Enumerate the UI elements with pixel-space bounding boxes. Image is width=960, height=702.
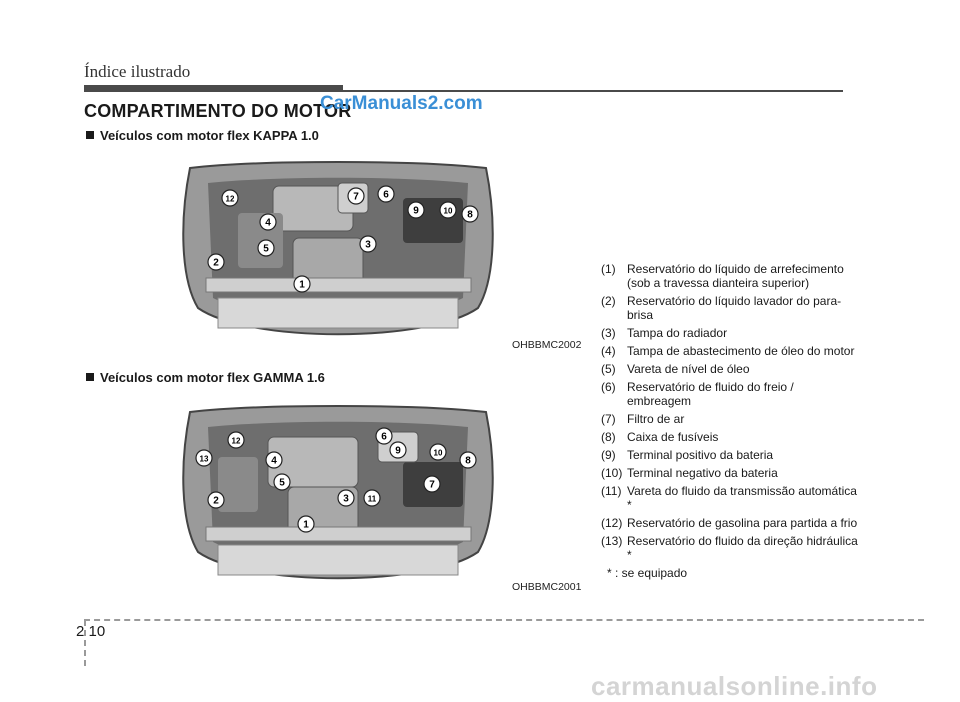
callout-label: 1 <box>299 280 305 291</box>
legend-item: (4)Tampa de abastecimento de óleo do mot… <box>601 344 855 358</box>
callout-label: 5 <box>279 478 285 489</box>
square-bullet-icon <box>86 373 94 381</box>
callout-label: 2 <box>213 258 219 269</box>
page-number: 2 10 <box>76 623 106 640</box>
callout-label: 4 <box>271 456 277 467</box>
callout-marker <box>221 189 239 207</box>
callout-label: 8 <box>467 210 473 221</box>
callout-label: 4 <box>265 218 271 229</box>
callout-marker <box>293 275 311 293</box>
callout-marker <box>207 253 225 271</box>
legend-item: (9)Terminal positivo da bateria <box>601 448 774 462</box>
legend-item: (1)Reservatório do líquido de arrefecime… <box>601 262 844 290</box>
legend-item: (8)Caixa de fusíveis <box>601 430 719 444</box>
header-rule-dark <box>84 85 343 92</box>
figure-1-code: OHBBMC2002 <box>512 339 582 351</box>
callout-marker <box>461 205 479 223</box>
callout-marker <box>257 239 275 257</box>
legend-item: (5)Vareta de nível de óleo <box>601 362 750 376</box>
callout-marker <box>273 473 291 491</box>
engine-bay-illustration-gamma: 12 69 10 13 45 8 7 3 11 2 1 <box>182 405 494 580</box>
watermark-link[interactable]: CarManuals2.com <box>320 93 483 114</box>
callout-label: 12 <box>232 437 241 446</box>
legend-footnote: * : se equipado <box>607 566 688 580</box>
callout-marker <box>377 185 395 203</box>
callout-label: 8 <box>465 456 471 467</box>
callout-label: 9 <box>413 206 419 217</box>
callout-label: 11 <box>368 495 377 504</box>
callout-marker <box>337 489 355 507</box>
callout-marker <box>359 235 377 253</box>
callout-label: 13 <box>200 455 209 464</box>
engine-bay-illustration-kappa: 12 7 6 9 10 8 4 3 5 2 1 <box>182 161 494 336</box>
callout-marker <box>389 441 407 459</box>
figure-2-subheading: Veículos com motor flex GAMMA 1.6 <box>86 370 325 385</box>
callout-label: 10 <box>444 207 453 216</box>
footer-vertical-divider <box>84 620 86 666</box>
footer-watermark: carmanualsonline.info <box>591 671 878 701</box>
callout-marker <box>195 449 213 467</box>
callout-marker <box>459 451 477 469</box>
callout-marker <box>297 515 315 533</box>
figure-2-code: OHBBMC2001 <box>512 581 582 593</box>
callout-marker <box>265 451 283 469</box>
callout-marker <box>375 427 393 445</box>
footer-divider <box>84 619 924 621</box>
callout-marker <box>423 475 441 493</box>
callout-label: 6 <box>383 190 389 201</box>
callout-label: 3 <box>343 494 349 505</box>
callout-label: 2 <box>213 496 219 507</box>
legend-item: (12)Reservatório de gasolina para partid… <box>601 516 858 530</box>
callout-marker <box>207 491 225 509</box>
callout-marker <box>429 443 447 461</box>
callout-label: 7 <box>429 480 435 491</box>
square-bullet-icon <box>86 131 94 139</box>
callout-marker <box>259 213 277 231</box>
callout-label: 6 <box>381 432 387 443</box>
callout-marker <box>407 201 425 219</box>
callout-label: 3 <box>365 240 371 251</box>
callout-marker <box>363 489 381 507</box>
legend-item: (10)Terminal negativo da bateria <box>601 466 778 480</box>
callout-marker <box>439 201 457 219</box>
callout-label: 12 <box>226 195 235 204</box>
legend-item: (6)Reservatório de fluido do freio / emb… <box>601 380 794 408</box>
callout-label: 1 <box>303 520 309 531</box>
callout-label: 5 <box>263 244 269 255</box>
callout-label: 9 <box>395 446 401 457</box>
figure-1-subheading: Veículos com motor flex KAPPA 1.0 <box>86 128 319 143</box>
callout-marker <box>347 187 365 205</box>
component-legend: (1)Reservatório do líquido de arrefecime… <box>601 262 861 580</box>
legend-item: (7)Filtro de ar <box>601 412 685 426</box>
legend-item: (13)Reservatório do fluido da direção hi… <box>601 534 858 562</box>
section-title: COMPARTIMENTO DO MOTOR <box>84 101 352 121</box>
running-title: Índice ilustrado <box>84 62 191 81</box>
legend-item: (3)Tampa do radiador <box>601 326 728 340</box>
legend-item: (11)Vareta do fluido da transmissão auto… <box>601 484 857 512</box>
callout-label: 7 <box>353 192 359 203</box>
legend-item: (2)Reservatório do líquido lavador do pa… <box>601 294 842 322</box>
header-rule-thin <box>343 90 843 92</box>
callout-marker <box>227 431 245 449</box>
callout-label: 10 <box>434 449 443 458</box>
